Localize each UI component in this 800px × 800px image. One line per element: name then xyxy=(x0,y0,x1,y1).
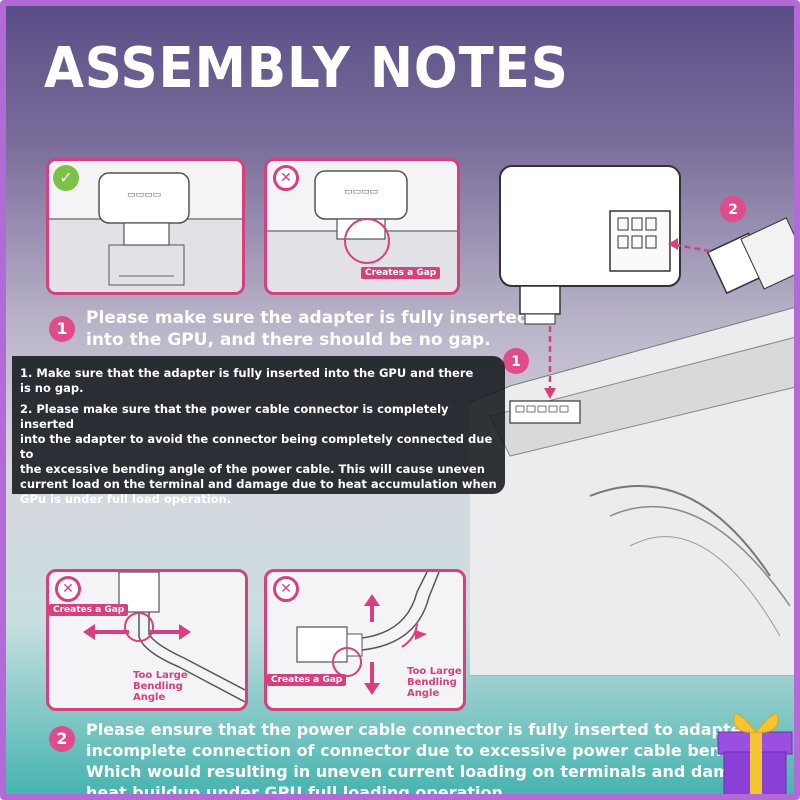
notes-overlay: 1. Make sure that the adapter is fully i… xyxy=(12,356,505,506)
svg-text:▭▭▭▭: ▭▭▭▭ xyxy=(344,187,378,197)
svg-text:▭▭▭▭: ▭▭▭▭ xyxy=(127,190,161,200)
diagram-number-1: 1 xyxy=(511,354,521,370)
creates-gap-tag: Creates a Gap xyxy=(267,674,347,686)
gift-box-icon xyxy=(717,713,793,794)
cross-icon: ✕ xyxy=(55,576,81,602)
step-2-badge: 2 xyxy=(49,726,75,752)
page-title: ASSEMBLY NOTES xyxy=(44,36,569,101)
note-2-line-4: current load on the terminal and damage … xyxy=(20,477,497,491)
gpu-adapter-diagram: 2 1 xyxy=(470,165,794,676)
bend-angle-label: Too Large Bendling Angle xyxy=(133,670,188,703)
step-2-line-1: Please ensure that the power cable conne… xyxy=(86,720,750,739)
label-line-3: Angle xyxy=(133,692,166,703)
step-1-line-2: into the GPU, and there should be no gap… xyxy=(86,330,491,350)
check-icon: ✓ xyxy=(53,165,79,191)
creates-gap-tag: Creates a Gap xyxy=(361,267,441,279)
bend-panel-left: ✕ Creates a Gap Too Large Bendling Angle xyxy=(46,569,248,711)
note-1-line-2: is no gap. xyxy=(20,381,84,395)
label-line-1: Too Large xyxy=(407,666,462,677)
step-1-line-1: Please make sure the adapter is fully in… xyxy=(86,308,530,328)
bend-panel-right: ✕ Creates a Gap Too Large Bendling Angle xyxy=(264,569,466,711)
label-line-3: Angle xyxy=(407,688,440,699)
correct-install-panel: ▭▭▭▭ ✓ xyxy=(46,158,245,295)
label-line-2: Bendling xyxy=(133,681,183,692)
note-1-line-1: 1. Make sure that the adapter is fully i… xyxy=(20,366,474,380)
creates-gap-tag: Creates a Gap xyxy=(49,604,129,616)
diagram-number-2: 2 xyxy=(728,202,738,218)
note-2-line-3: the excessive bending angle of the power… xyxy=(20,462,485,476)
step-2-text: Please ensure that the power cable conne… xyxy=(86,719,786,800)
note-2-line-5: GPu is under full load operation. xyxy=(20,492,232,506)
label-line-2: Bendling xyxy=(407,677,457,688)
gap-install-panel: ▭▭▭▭ ✕ Creates a Gap xyxy=(264,158,460,295)
step-2-line-4: heat buildup under GPU full loading oper… xyxy=(86,783,503,800)
label-line-1: Too Large xyxy=(133,670,188,681)
cross-icon: ✕ xyxy=(273,165,299,191)
step-1-badge: 1 xyxy=(49,316,75,342)
step-2-line-2: incomplete connection of connector due t… xyxy=(86,741,761,760)
bend-angle-label: Too Large Bendling Angle xyxy=(407,666,462,699)
adapter-correct-illustration: ▭▭▭▭ xyxy=(49,172,242,292)
adapter-gap-illustration: ▭▭▭▭ xyxy=(267,170,457,292)
note-2-line-1: 2. Please make sure that the power cable… xyxy=(20,402,449,431)
cable-bend-right-illustration xyxy=(296,572,440,695)
note-2-line-2: into the adapter to avoid the connector … xyxy=(20,432,493,461)
cross-icon: ✕ xyxy=(273,576,299,602)
step-2-line-3: Which would resulting in uneven current … xyxy=(86,762,763,781)
step-1-text: Please make sure the adapter is fully in… xyxy=(86,307,529,351)
